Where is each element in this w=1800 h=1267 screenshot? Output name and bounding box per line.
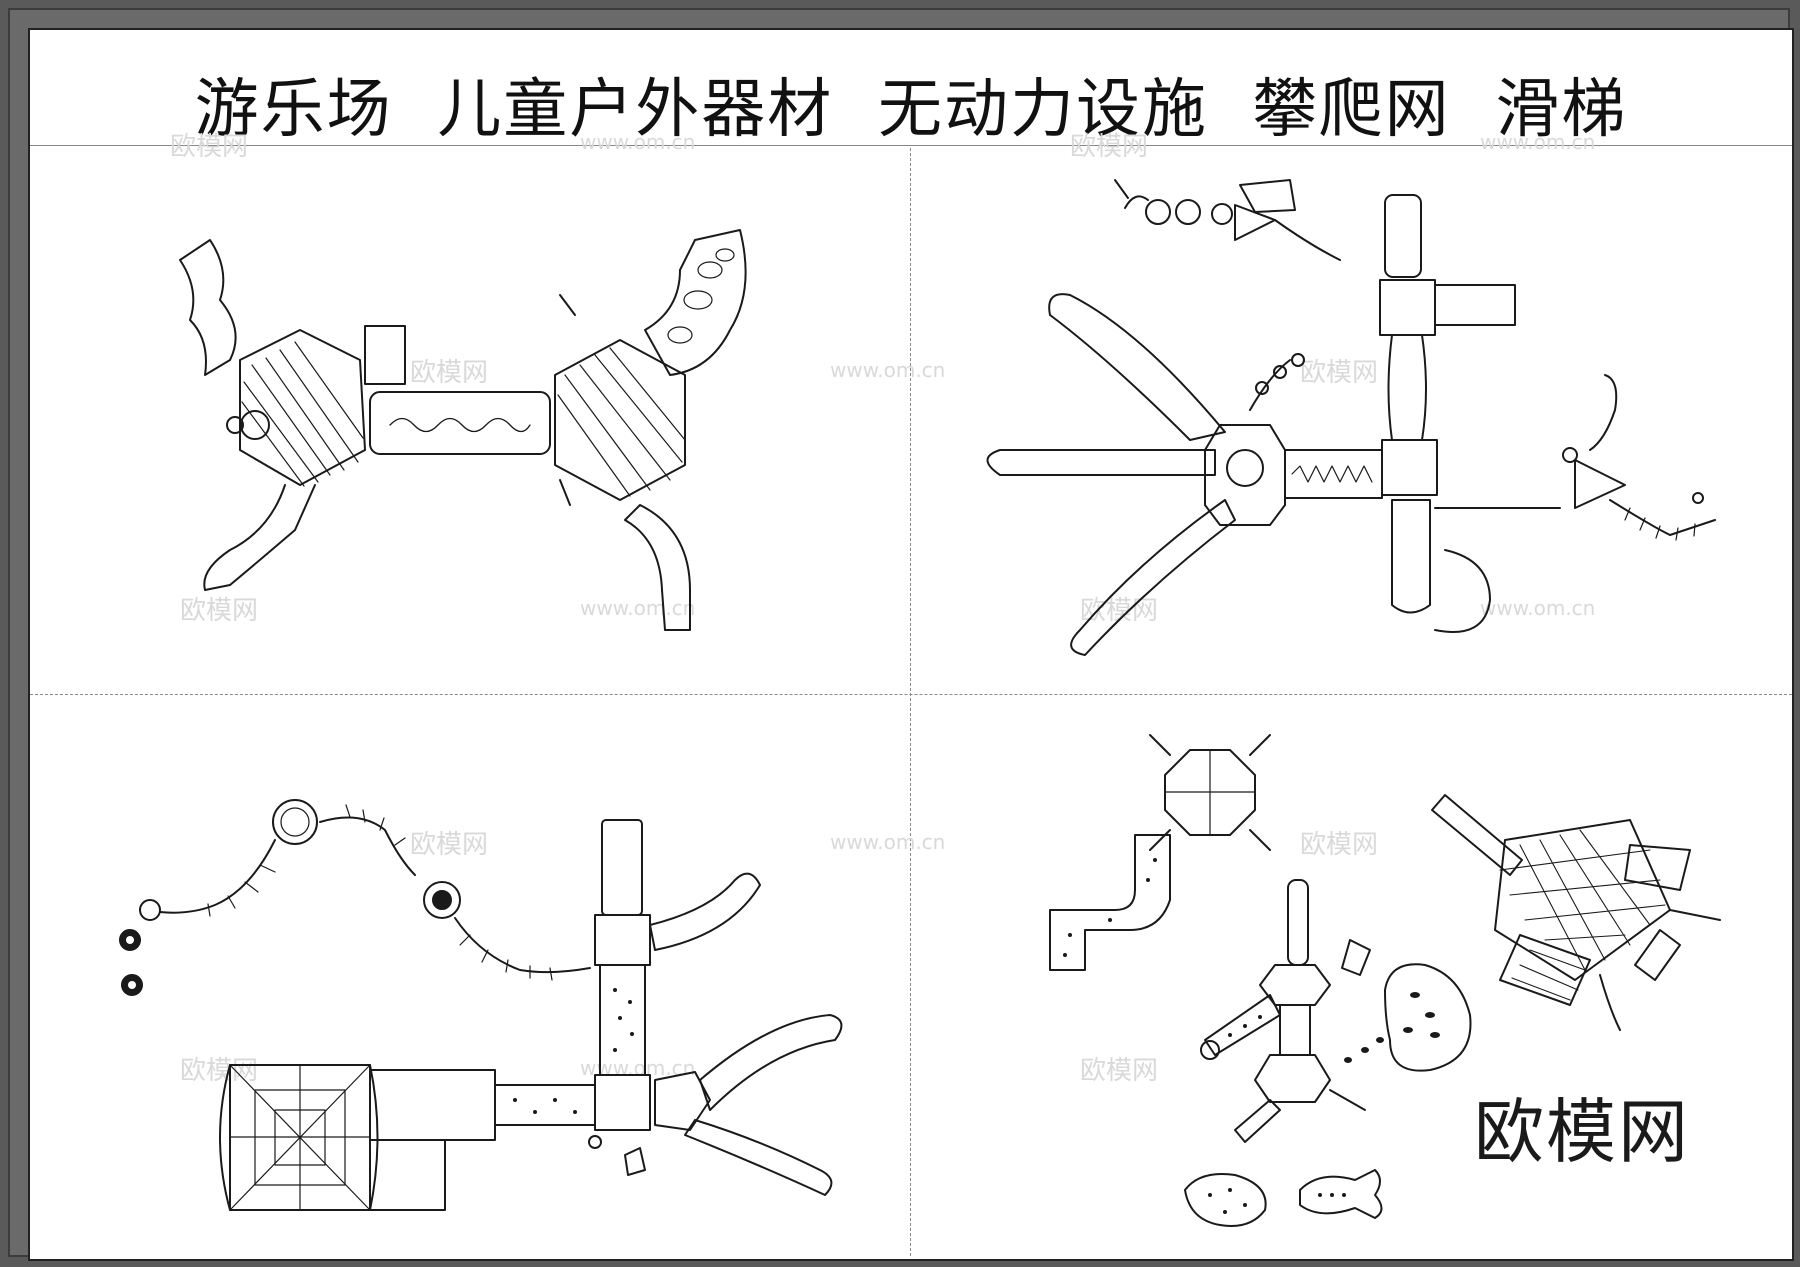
hub-platform (1204, 424, 1286, 526)
watermark: 欧模网 (1300, 358, 1379, 388)
slide-top (1239, 179, 1296, 213)
triangle-climber (1341, 939, 1371, 976)
tower-deck (594, 1074, 651, 1131)
hub-platform (654, 1071, 711, 1131)
kidney-platform (1384, 963, 1472, 1072)
rock-stepper (1184, 1173, 1267, 1227)
spiral-column (1387, 334, 1427, 441)
tube-slide (1204, 994, 1281, 1056)
plan-bottom-left (119, 799, 843, 1211)
ring-platform (272, 799, 318, 845)
vertical-divider (910, 148, 911, 1256)
triangle-platform (1574, 459, 1626, 509)
watermark-url: www.om.cn (830, 358, 946, 382)
brand-logo: 欧模网 (1474, 1091, 1690, 1173)
tower-deck (1379, 279, 1436, 336)
tube-slide (699, 1014, 843, 1111)
tube-slide (1391, 499, 1431, 614)
rope-bridge (1284, 449, 1383, 499)
watermark-url: www.om.cn (1480, 130, 1596, 154)
watermark: 欧模网 (180, 596, 259, 626)
watermark-url: www.om.cn (580, 596, 696, 620)
roof-box (364, 325, 406, 385)
zigzag-climber (319, 816, 416, 876)
octagon-tower (1259, 964, 1331, 1006)
deck-planks (241, 341, 364, 487)
page-title: 游乐场 儿童户外器材 无动力设施 攀爬网 滑梯 (194, 73, 1628, 147)
drawing-sheet: 游乐场 儿童户外器材 无动力设施 攀爬网 滑梯 欧模网 www.om.cn 欧模… (28, 28, 1794, 1261)
ring-platform (423, 881, 461, 919)
wavy-slide (179, 239, 237, 376)
roof-box (369, 1069, 496, 1141)
tunnel-slide (1049, 834, 1171, 971)
watermark: 欧模网 (1300, 830, 1379, 860)
watermark: 欧模网 (170, 132, 249, 162)
tower-deck (594, 914, 651, 966)
tower-deck (1381, 439, 1438, 496)
net-tower (1494, 819, 1671, 981)
straight-tube-slide (986, 449, 1216, 476)
plan-top-right (986, 179, 1716, 656)
curved-slide (203, 484, 316, 591)
watermark: 欧模网 (1080, 1056, 1159, 1086)
climbing-loops (1249, 359, 1291, 411)
plan-top-left (179, 229, 747, 631)
climbing-net (1624, 844, 1691, 891)
horizontal-divider (30, 694, 1792, 695)
plan-bottom-right (1049, 734, 1721, 1227)
curved-tube-slide (1070, 499, 1236, 656)
watermark: 欧模网 (1070, 132, 1149, 162)
spiral-climber (1589, 374, 1618, 451)
steering-wheel-icon (240, 410, 270, 440)
curved-slide (649, 872, 761, 951)
octagon-tower (1254, 1054, 1331, 1103)
watermark: 欧模网 (410, 358, 489, 388)
watermark: 欧模网 (410, 830, 489, 860)
perforated-bridge (599, 964, 646, 1076)
tube-slide (624, 504, 691, 631)
straight-slide (1287, 879, 1309, 966)
straight-slide (1431, 794, 1523, 876)
watermark-url: www.om.cn (580, 130, 696, 154)
straight-slide (1434, 284, 1516, 326)
octagon-tower (1164, 749, 1256, 836)
climbing-wall (644, 229, 747, 376)
tunnel-bridge (369, 391, 551, 455)
tower-slide (1384, 194, 1422, 278)
outer-frame: 游乐场 儿童户外器材 无动力设施 攀爬网 滑梯 欧模网 www.om.cn 欧模… (8, 8, 1794, 1261)
straight-slide (1234, 1099, 1281, 1143)
rope-ladder (1609, 499, 1716, 536)
hex-platform (554, 339, 686, 501)
small-climber (624, 1147, 646, 1176)
tube-slide (1634, 929, 1681, 981)
plan-drawings (119, 179, 1721, 1227)
climbing-bar (1124, 195, 1149, 209)
zigzag-climber (454, 917, 591, 974)
zigzag-climber (159, 839, 276, 914)
hex-platform (239, 329, 366, 486)
tube-slide (684, 1119, 833, 1196)
watermark-url: www.om.cn (1480, 596, 1596, 620)
title-rule (30, 145, 1792, 146)
straight-slide (601, 819, 643, 916)
climbing-net (1499, 934, 1591, 1006)
deck-planks (557, 347, 686, 497)
watermark-url: www.om.cn (830, 830, 946, 854)
fish-stepper (1299, 1169, 1383, 1219)
perforated-bridge (494, 1084, 596, 1126)
curved-tube-slide (1048, 293, 1226, 441)
